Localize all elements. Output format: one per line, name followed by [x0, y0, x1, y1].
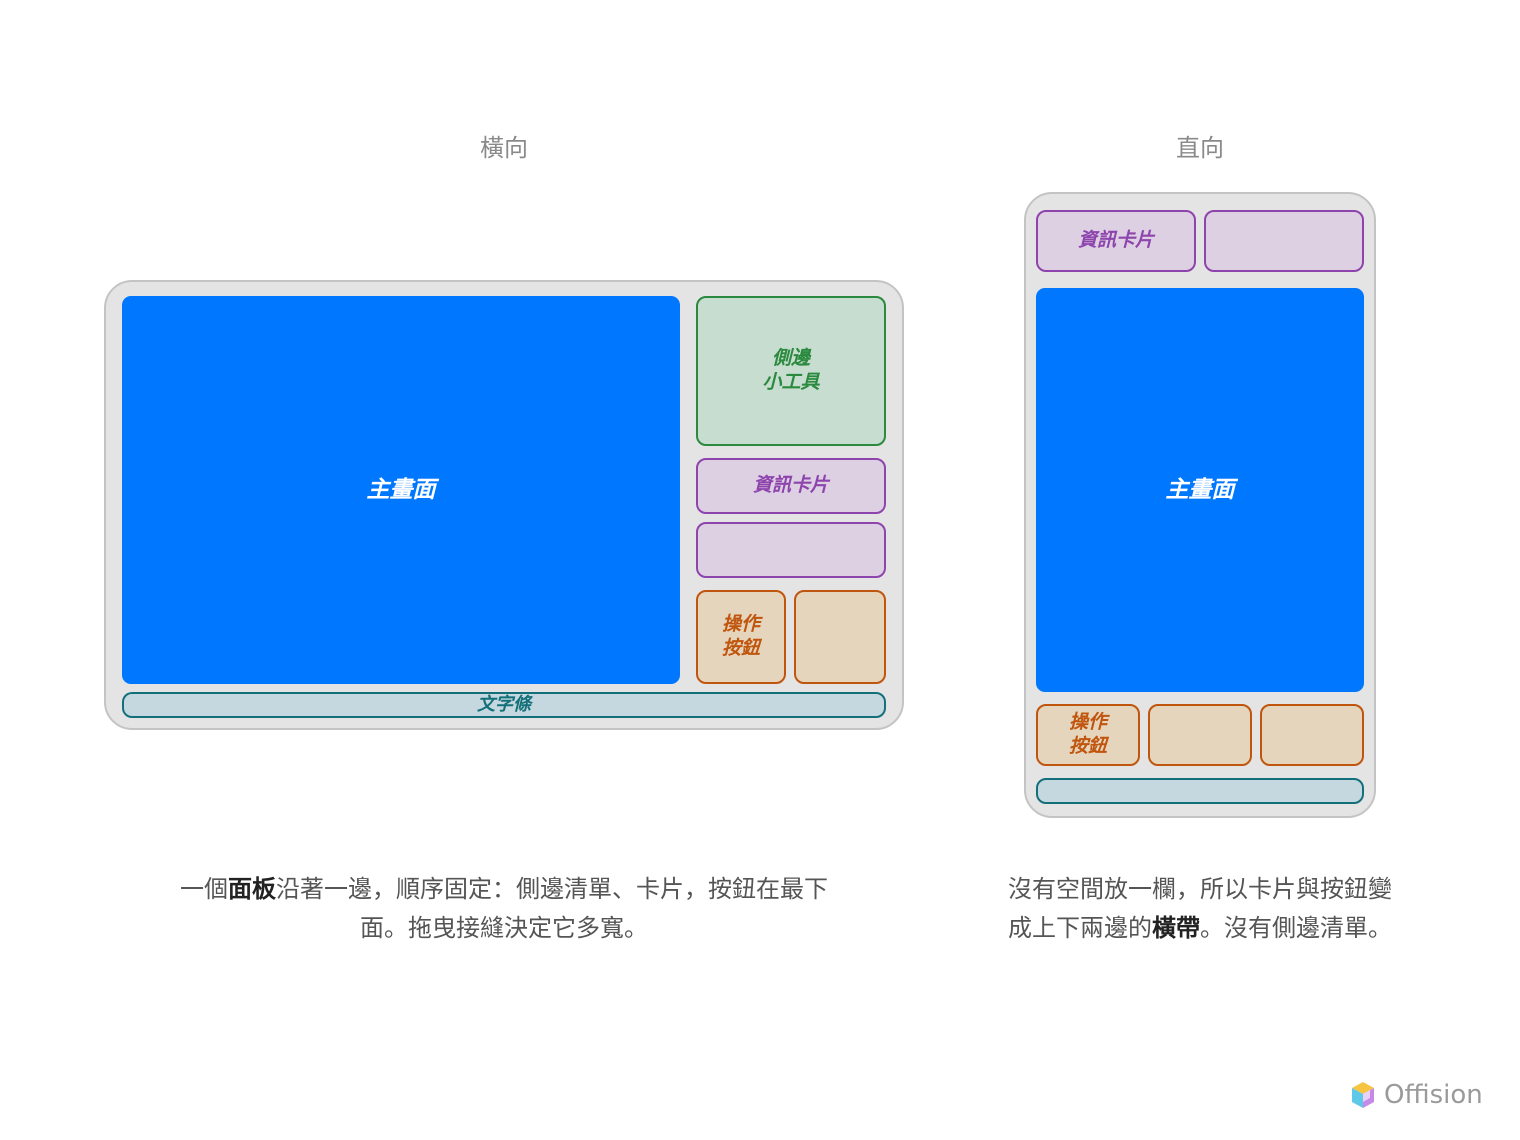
portrait-text-bar — [1036, 778, 1364, 804]
landscape-caption: 一個面板沿著一邊，順序固定：側邊清單、卡片，按鈕在最下 面。拖曳接縫決定它多寬。 — [104, 870, 904, 948]
landscape-caption-text: 沿著一邊，順序固定：側邊清單、卡片，按鈕在最下 — [276, 875, 828, 903]
landscape-main-view: 主畫面 — [122, 296, 680, 684]
landscape-text-bar-label: 文字條 — [477, 693, 531, 715]
landscape-caption-line2: 面。拖曳接縫決定它多寬。 — [360, 914, 648, 942]
landscape-sidebar-widget-label: 側邊 小工具 — [762, 347, 820, 393]
landscape-caption-bold: 面板 — [228, 875, 276, 903]
portrait-caption: 沒有空間放一欄，所以卡片與按鈕變 成上下兩邊的橫帶。沒有側邊清單。 — [980, 870, 1420, 948]
portrait-action-button-empty — [1148, 704, 1252, 766]
landscape-action-button: 操作 按鈕 — [696, 590, 786, 684]
landscape-info-card-label: 資訊卡片 — [752, 474, 829, 497]
landscape-info-card: 資訊卡片 — [696, 458, 886, 514]
landscape-action-button-label: 操作 按鈕 — [721, 613, 760, 659]
brand-cube-icon — [1352, 1082, 1374, 1108]
portrait-action-button: 操作 按鈕 — [1036, 704, 1140, 766]
landscape-heading: 橫向 — [480, 134, 528, 162]
portrait-info-card-empty — [1204, 210, 1364, 272]
portrait-info-card: 資訊卡片 — [1036, 210, 1196, 272]
landscape-sidebar-widget: 側邊 小工具 — [696, 296, 886, 446]
portrait-action-button-label: 操作 按鈕 — [1068, 711, 1107, 757]
portrait-caption-text: 成上下兩邊的 — [1008, 914, 1152, 942]
brand-name: Offision — [1384, 1080, 1483, 1110]
portrait-caption-bold: 橫帶 — [1152, 914, 1200, 942]
portrait-action-button-empty — [1260, 704, 1364, 766]
portrait-main-label: 主畫面 — [1165, 476, 1235, 503]
landscape-action-button-empty — [794, 590, 886, 684]
landscape-caption-text: 一個 — [180, 875, 228, 903]
landscape-info-card-empty — [696, 522, 886, 578]
portrait-caption-line1: 沒有空間放一欄，所以卡片與按鈕變 — [1008, 875, 1392, 903]
brand-logo: Offision — [1350, 1080, 1483, 1110]
landscape-text-bar: 文字條 — [122, 692, 886, 718]
portrait-heading: 直向 — [1176, 134, 1224, 162]
landscape-main-label: 主畫面 — [366, 476, 436, 503]
portrait-caption-text: 。沒有側邊清單。 — [1200, 914, 1392, 942]
portrait-main-view: 主畫面 — [1036, 288, 1364, 692]
portrait-info-card-label: 資訊卡片 — [1077, 229, 1154, 252]
